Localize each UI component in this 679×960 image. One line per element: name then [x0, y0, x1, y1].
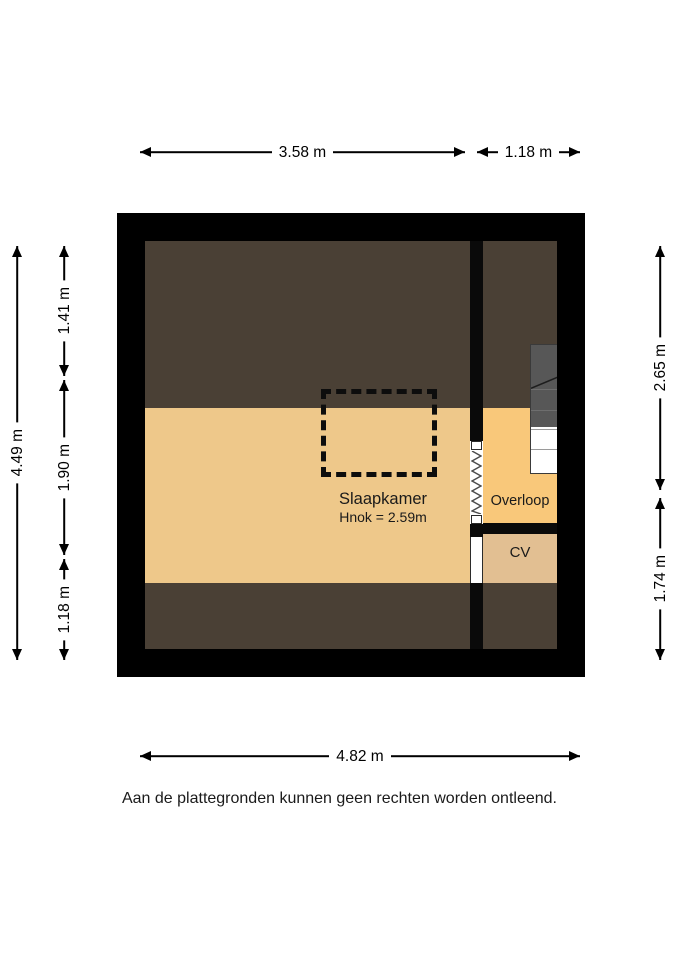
arrow-up-icon — [12, 246, 22, 257]
door-jamb — [471, 515, 482, 524]
dimension-label: 1.41 m — [55, 280, 73, 342]
dimension-top-3-58: 3.58 m — [140, 142, 465, 162]
dimension-left-1-18: 1.18 m — [54, 559, 74, 660]
arrow-down-icon — [59, 544, 69, 555]
dimension-label: 2.65 m — [651, 337, 669, 399]
dimension-bottom-4-82: 4.82 m — [140, 746, 580, 766]
dimension-label: 1.18 m — [55, 578, 73, 641]
dimension-left-1-41: 1.41 m — [54, 246, 74, 376]
dormer-outline — [321, 389, 437, 477]
arrow-down-icon — [655, 649, 665, 660]
dimension-label: 4.82 m — [329, 747, 391, 765]
stair-tread — [531, 449, 557, 450]
arrow-left-icon — [477, 147, 488, 157]
accordion-zigzag-icon — [471, 451, 482, 514]
dimension-label: 1.74 m — [651, 548, 669, 610]
dimension-label: 1.18 m — [497, 143, 560, 161]
arrow-left-icon — [140, 147, 151, 157]
floorplan-drawing: Slaapkamer Hnok = 2.59m Overloop CV — [117, 213, 585, 677]
arrow-up-icon — [59, 246, 69, 257]
arrow-right-icon — [569, 147, 580, 157]
arrow-right-icon — [569, 751, 580, 761]
dimension-right-2-65: 2.65 m — [650, 246, 670, 490]
interior-area: Slaapkamer Hnok = 2.59m Overloop CV — [145, 241, 557, 649]
arrow-down-icon — [655, 479, 665, 490]
interior-wall-horizontal — [470, 523, 557, 534]
arrow-up-icon — [655, 246, 665, 257]
bedroom-floor-area — [145, 408, 470, 583]
door-jamb — [471, 441, 482, 450]
arrow-up-icon — [655, 498, 665, 509]
dimension-left-4-49: 4.49 m — [7, 246, 27, 660]
ceiling-slope-line — [531, 376, 557, 390]
room-ceiling-height: Hnok = 2.59m — [339, 509, 427, 526]
dimension-left-1-90: 1.90 m — [54, 380, 74, 555]
accordion-door-icon — [470, 441, 483, 524]
room-name: Slaapkamer — [338, 490, 428, 508]
arrow-up-icon — [59, 380, 69, 391]
arrow-down-icon — [59, 649, 69, 660]
dimension-top-1-18: 1.18 m — [477, 142, 580, 162]
arrow-down-icon — [12, 649, 22, 660]
arrow-down-icon — [59, 365, 69, 376]
arrow-right-icon — [454, 147, 465, 157]
room-label-slaapkamer: Slaapkamer Hnok = 2.59m — [291, 489, 475, 526]
disclaimer-text: Aan de plattegronden kunnen geen rechten… — [121, 790, 557, 807]
dimension-label: 4.49 m — [8, 422, 26, 484]
arrow-up-icon — [59, 559, 69, 570]
stair-tread — [531, 389, 557, 390]
room-label-cv: CV — [509, 544, 531, 561]
staircase — [530, 344, 557, 474]
dimension-label: 1.90 m — [55, 436, 73, 499]
stair-tread — [531, 410, 557, 411]
arrow-left-icon — [140, 751, 151, 761]
dimension-right-1-74: 1.74 m — [650, 498, 670, 660]
stair-tread — [531, 429, 557, 430]
dimension-label: 3.58 m — [271, 143, 334, 161]
room-label-overloop: Overloop — [490, 493, 550, 509]
cv-floor-area — [483, 534, 557, 583]
cv-door-opening — [470, 537, 483, 583]
